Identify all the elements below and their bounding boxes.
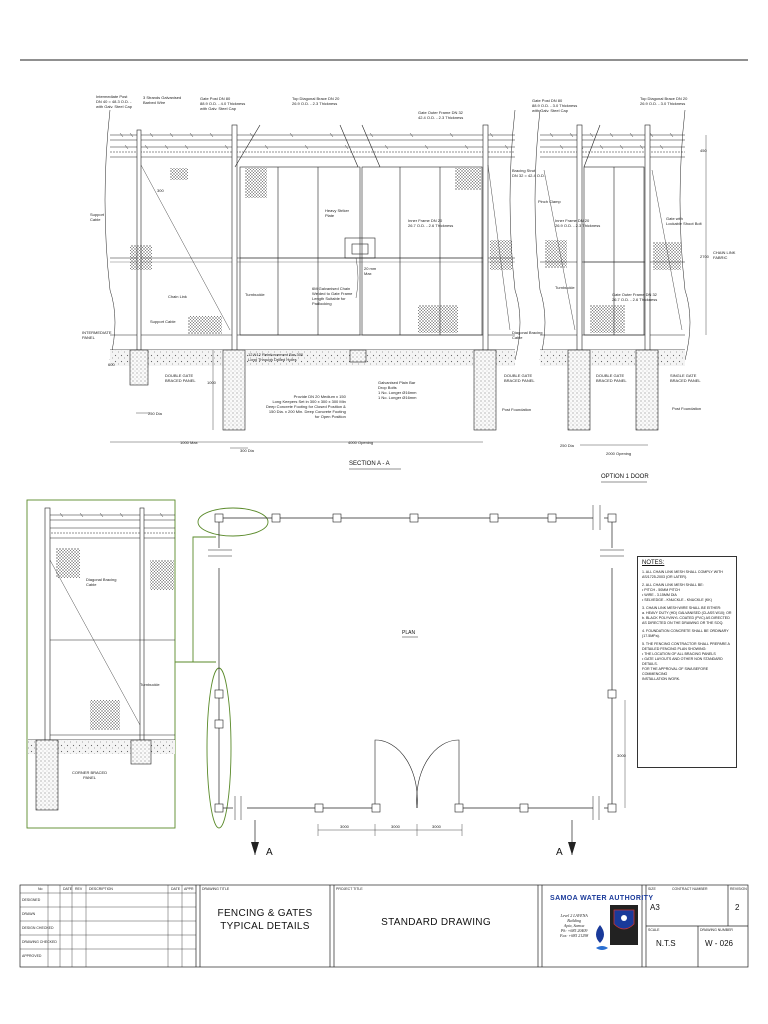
size-value: A3: [650, 903, 660, 912]
dim-250dia: 250 Dia: [148, 411, 162, 416]
note-item: 5. THE FENCING CONTRACTOR SHALL PREPARE …: [642, 642, 730, 681]
note-item: 4. FOUNDATION CONCRETE SHALL BE ORDINARY…: [642, 629, 729, 638]
label-bracing-strut: Bracing Strut DN 32 = 42.4 O.D.: [512, 168, 546, 178]
plan-dim-3: 3000: [432, 824, 441, 829]
project-title-label: PROJECT TITLE: [336, 887, 363, 891]
contract-label: CONTRACT NUMBER: [672, 887, 708, 891]
authority-address: Level 2 LAVENA Building Apia, Samoa Ph: …: [560, 913, 589, 938]
scale-value: N.T.S: [656, 939, 676, 948]
opt1-label-gate-post: Gate Post DN 80 88.9 O.D. - 3.0 Thicknes…: [532, 98, 578, 113]
title-block-frame: [19, 884, 749, 968]
dim-4000: 4000 Opening: [348, 440, 374, 445]
label-post-foundation: Post Foundation: [502, 407, 532, 412]
opt1-label-chain-fabric: CHAIN LINK FABRIC: [713, 250, 736, 260]
label-galvanised-chain: 6M Galvanised Chain Welded to Gate Frame…: [312, 286, 353, 306]
authority-name: SAMOA WATER AUTHORITY: [550, 895, 654, 902]
opt1-dim-250dia: 250 Dia: [560, 443, 574, 448]
label-double-gate-right: DOUBLE GATE BRACED PANEL: [504, 373, 535, 383]
project-title: STANDARD DRAWING: [381, 917, 491, 928]
drawing-title-label: DRAWING TITLE: [202, 887, 230, 891]
row-approved: APPROVED: [22, 954, 42, 958]
dim-600: 600: [108, 362, 115, 367]
corner-panel-drawing: [26, 499, 176, 829]
revision-value: 2: [735, 903, 740, 912]
row-designed: DESIGNED: [22, 898, 41, 902]
opt1-label-turnbuckle: Turnbuckle: [555, 285, 575, 290]
opt1-label-pinch-clamp: Pinch Clamp: [538, 199, 561, 204]
opt1-label-gate-lockable: Gate with Lockable Shoot Bolt: [666, 216, 702, 226]
scale-label: SCALE: [648, 928, 660, 932]
label-inner-frame: Inner Frame DN 20 26.7 O.D. - 2.6 Thickn…: [408, 218, 454, 228]
rev-header-date2: DATE: [171, 887, 181, 891]
label-support-cable-2: Support Cable: [150, 319, 176, 324]
drawing-number: W - 026: [705, 939, 734, 948]
drawing-number-label: DRAWING NUMBER: [700, 928, 733, 932]
label-gate-outer-frame: Gate Outer Frame DN 32 42.4 O.D. - 2.3 T…: [418, 110, 464, 120]
row-design-checked: DESIGN CHECKED: [22, 926, 54, 930]
opt1-label-double-gate: DOUBLE GATE BRACED PANEL: [596, 373, 627, 383]
revision-label: REVISION: [730, 887, 747, 891]
opt1-dim-2700: 2700: [700, 254, 709, 259]
plan-drawing: [208, 505, 626, 855]
section-aa-drawing: [104, 109, 521, 449]
plan-side-dim: 3000: [617, 753, 626, 758]
label-intermediate-panel: INTERMEDIATE PANEL: [82, 330, 112, 340]
corner-label-turnbuckle: Turnbuckle: [140, 682, 160, 687]
option1-drawing: [534, 109, 707, 446]
rev-header-rev: REV: [75, 887, 83, 891]
opt1-label-gate-outer: Gate Outer Frame DN 32 26.7 O.D. - 2.6 T…: [612, 292, 658, 302]
dim-1000: 1000: [207, 380, 216, 385]
rev-header-date: DATE: [63, 887, 73, 891]
dim-20mm: 20 mm Max: [364, 266, 377, 276]
label-chain-link: Chain Link: [168, 294, 187, 299]
note-item: 1. ALL CHAIN LINK MESH SHALL COMPLY WITH…: [642, 570, 723, 579]
corner-label-diagonal: Diagonal Bracing Cable: [86, 577, 117, 587]
notes-heading: NOTES:: [642, 560, 665, 566]
label-intermediate-post: Intermediate Post DN 40 = 48.3 O.D. - wi…: [96, 94, 132, 109]
section-aa-title: SECTION A - A: [349, 461, 390, 467]
section-marker-right: A: [556, 847, 563, 858]
label-heavy-striker: Heavy Striker Plate: [325, 208, 350, 218]
label-provide-dn20: Provide DN 20 Medium x 150 Long Keepers …: [266, 394, 346, 419]
label-support-cable: Support Cable: [90, 212, 105, 222]
label-gate-post: Gate Post DN 80 88.9 O.D. - 4.0 Thicknes…: [200, 96, 246, 111]
plan-dim-2: 3000: [391, 824, 400, 829]
row-drawing-checked: DRAWING CHECKED: [22, 940, 57, 944]
option1-title: OPTION 1 DOOR: [601, 474, 649, 480]
rev-header-no: No: [38, 887, 43, 891]
rev-header-description: DESCRIPTION: [89, 887, 113, 891]
label-top-diagonal: Top Diagonal Brace DN 20 26.9 O.D. - 2.3…: [292, 96, 340, 106]
drawing-title: FENCING & GATES TYPICAL DETAILS: [217, 908, 313, 932]
label-reinforcement: 12 N12 Reinforcement Bar 300 Long Throug…: [248, 352, 304, 362]
section-marker-left: A: [266, 847, 273, 858]
opt1-label-inner-frame: Inner Frame DN 20 26.9 O.D. - 2.3 Thickn…: [555, 218, 601, 228]
rev-header-appr: APPR: [184, 887, 194, 891]
corner-title: CORNER BRACED PANEL: [72, 770, 108, 780]
notes-panel: NOTES: 1. ALL CHAIN LINK MESH SHALL COMP…: [637, 556, 737, 768]
dim-1000max: 1000 Max: [180, 440, 198, 445]
label-barbed-wire: 3 Strands Galvanised Barbed Wire: [143, 95, 182, 105]
label-turnbuckle: Turnbuckle: [245, 292, 265, 297]
note-item: 3. CHAIN LINK MESH WIRE SHALL BE EITHER:…: [642, 606, 732, 625]
label-galv-plain-bar: Galvanised Plain Bar Drop Bolts 1 No. Lo…: [378, 380, 417, 400]
swa-logo: [596, 905, 638, 950]
opt1-label-top-diagonal: Top Diagonal Brace DN 20 26.9 O.D. - 3.0…: [640, 96, 688, 106]
note-item: 2. ALL CHAIN LINK MESH SHALL BE: • PITCH…: [642, 583, 712, 602]
dim-300dia: 300 Dia: [240, 448, 254, 453]
plan-title: PLAN: [402, 630, 416, 636]
opt1-dim-450: 450: [700, 148, 707, 153]
label-diagonal-bracing: Diagonal Bracing Cable: [512, 330, 543, 340]
label-double-gate-left: DOUBLE GATE BRACED PANEL: [165, 373, 196, 383]
plan-dim-1: 3000: [340, 824, 349, 829]
opt1-label-single-gate: SINGLE GATE BRACED PANEL: [670, 373, 701, 383]
row-drawn: DRAWN: [22, 912, 36, 916]
dim-300: 300: [157, 188, 164, 193]
opt1-dim-2000: 2000 Opening: [606, 451, 632, 456]
opt1-label-post-foundation: Post Foundation: [672, 406, 702, 411]
size-label: SIZE: [648, 887, 656, 891]
